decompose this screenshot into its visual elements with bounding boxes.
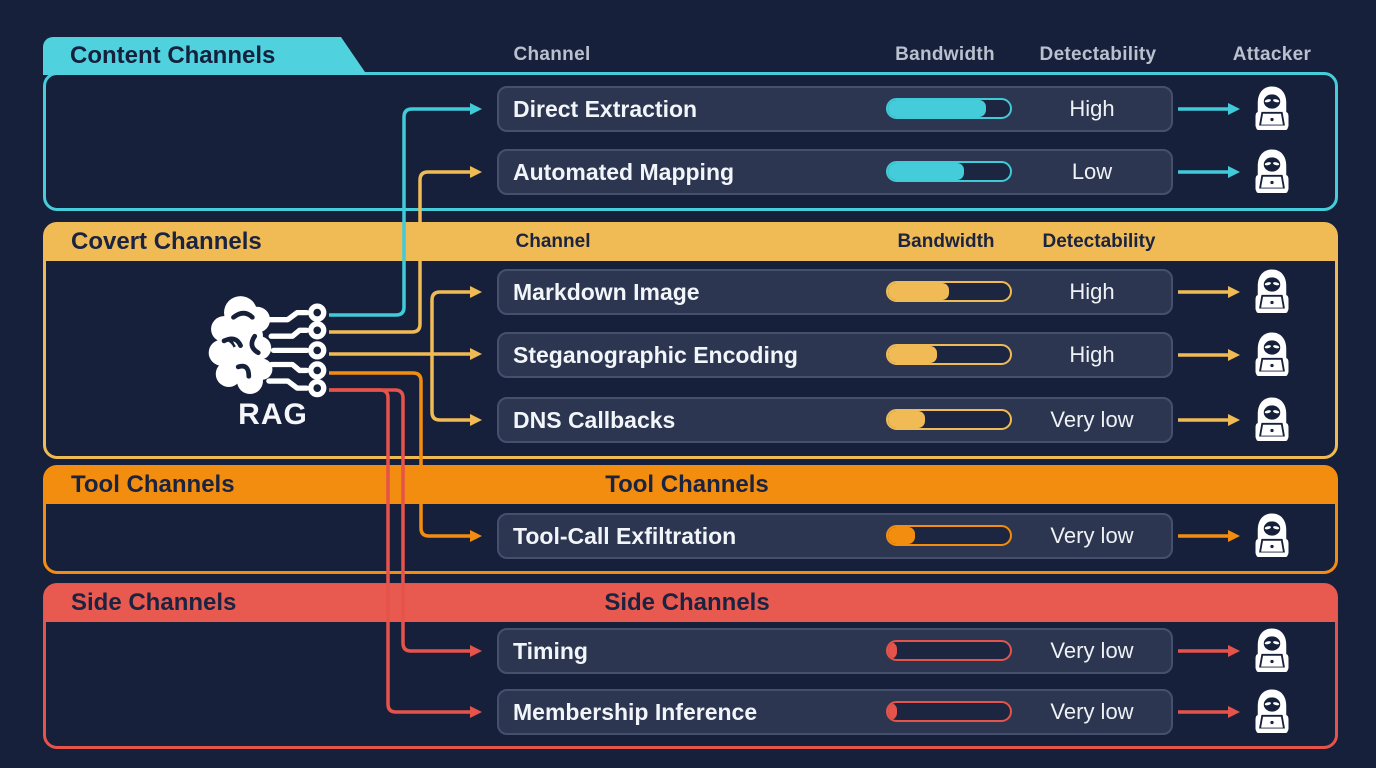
row-dns-callbacks: DNS Callbacks Very low: [497, 397, 1173, 443]
group-content-tab: Content Channels: [43, 37, 367, 75]
group-side-title: Side Channels: [71, 589, 237, 616]
detectability-value: Low: [1071, 159, 1113, 184]
column-header-bandwidth: Bandwidth: [895, 44, 995, 65]
row-direct-extraction: Direct Extraction High: [497, 86, 1173, 132]
group-content-channels: [43, 72, 1338, 211]
channel-label: Direct Extraction: [513, 96, 698, 122]
bandwidth-bar: [886, 344, 1012, 365]
rag-label: RAG: [238, 398, 308, 431]
column-header-attacker: Attacker: [1232, 44, 1312, 65]
bandwidth-bar: [886, 701, 1012, 722]
row-tool-call-exfiltration: Tool-Call Exfiltration Very low: [497, 513, 1173, 559]
column-header-detectability: Detectability: [1039, 44, 1157, 65]
attacker-icon: [1254, 396, 1290, 442]
bandwidth-bar-fill: [888, 703, 897, 720]
attacker-icon: [1254, 268, 1290, 314]
group-covert-band: Covert Channels Channel Bandwidth Detect…: [44, 223, 1337, 261]
bandwidth-bar-fill: [888, 163, 964, 180]
group-covert-channels: Covert Channels Channel Bandwidth Detect…: [43, 222, 1338, 459]
detectability-value: High: [1069, 279, 1115, 304]
row-automated-mapping: Automated Mapping Low: [497, 149, 1173, 195]
row-steganographic-encoding: Steganographic Encoding High: [497, 332, 1173, 378]
bandwidth-bar-fill: [888, 346, 937, 363]
channel-label: Tool-Call Exfiltration: [513, 523, 737, 549]
group-tool-center-label: Tool Channels: [605, 471, 769, 498]
attacker-icon: [1254, 85, 1290, 131]
channel-label: Automated Mapping: [513, 159, 735, 185]
rag-brain-icon: [208, 296, 327, 398]
bandwidth-bar-fill: [888, 283, 949, 300]
group-side-channels: Side Channels Side Channels: [43, 583, 1338, 749]
attacker-icon: [1254, 627, 1290, 673]
group-tool-band: Tool Channels Tool Channels: [44, 466, 1337, 504]
bandwidth-bar-fill: [888, 100, 986, 117]
attacker-icon: [1254, 688, 1290, 734]
attacker-icon: [1254, 148, 1290, 194]
bandwidth-bar-fill: [888, 527, 915, 544]
attacker-icon: [1254, 512, 1290, 558]
bandwidth-bar: [886, 281, 1012, 302]
channel-label: Steganographic Encoding: [513, 342, 798, 368]
detectability-value: High: [1069, 342, 1115, 367]
channel-label: Timing: [513, 638, 588, 664]
covert-column-bandwidth: Bandwidth: [897, 231, 995, 252]
bandwidth-bar-fill: [888, 642, 897, 659]
row-markdown-image: Markdown Image High: [497, 269, 1173, 315]
channel-label: Membership Inference: [513, 699, 758, 725]
row-membership-inference: Membership Inference Very low: [497, 689, 1173, 735]
detectability-value: Very low: [1050, 523, 1134, 548]
group-covert-title: Covert Channels: [71, 228, 262, 255]
detectability-value: Very low: [1050, 407, 1134, 432]
group-side-center-label: Side Channels: [604, 589, 770, 616]
detectability-value: Very low: [1050, 699, 1134, 724]
bandwidth-bar: [886, 525, 1012, 546]
channel-label: DNS Callbacks: [513, 407, 676, 433]
column-header-channel: Channel: [513, 44, 591, 65]
covert-column-channel: Channel: [515, 231, 591, 252]
bandwidth-bar: [886, 640, 1012, 661]
channel-label: Markdown Image: [513, 279, 700, 305]
bandwidth-bar: [886, 409, 1012, 430]
group-side-band: Side Channels Side Channels: [44, 584, 1337, 622]
detectability-value: Very low: [1050, 638, 1134, 663]
bandwidth-bar: [886, 98, 1012, 119]
attacker-icon: [1254, 331, 1290, 377]
row-timing: Timing Very low: [497, 628, 1173, 674]
group-tool-title: Tool Channels: [71, 471, 235, 498]
group-content-title: Content Channels: [70, 42, 276, 69]
detectability-value: High: [1069, 96, 1115, 121]
bandwidth-bar: [886, 161, 1012, 182]
group-tool-channels: Tool Channels Tool Channels: [43, 465, 1338, 574]
covert-column-detectability: Detectability: [1042, 231, 1156, 252]
bandwidth-bar-fill: [888, 411, 925, 428]
